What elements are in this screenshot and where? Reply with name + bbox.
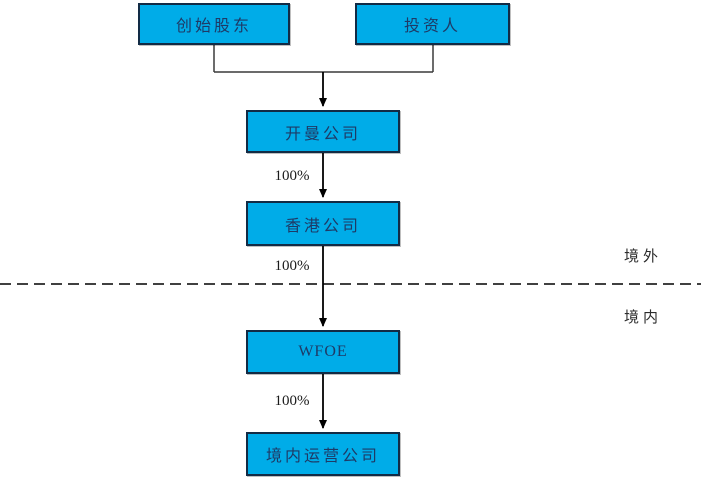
node-hongkong: 香港公司 bbox=[246, 201, 400, 246]
region-label-onshore: 境内 bbox=[624, 310, 663, 326]
node-cayman: 开曼公司 bbox=[246, 110, 400, 153]
node-founders: 创始股东 bbox=[138, 3, 290, 45]
ownership-label-wfoe-domestic: 100% bbox=[274, 393, 310, 409]
node-wfoe: WFOE bbox=[246, 330, 400, 374]
ownership-label-cayman-hongkong: 100% bbox=[274, 168, 310, 184]
region-label-offshore: 境外 bbox=[624, 249, 663, 265]
node-investors: 投资人 bbox=[355, 3, 510, 45]
node-domestic-opco: 境内运营公司 bbox=[246, 432, 400, 476]
ownership-label-hongkong-wfoe: 100% bbox=[274, 258, 310, 274]
